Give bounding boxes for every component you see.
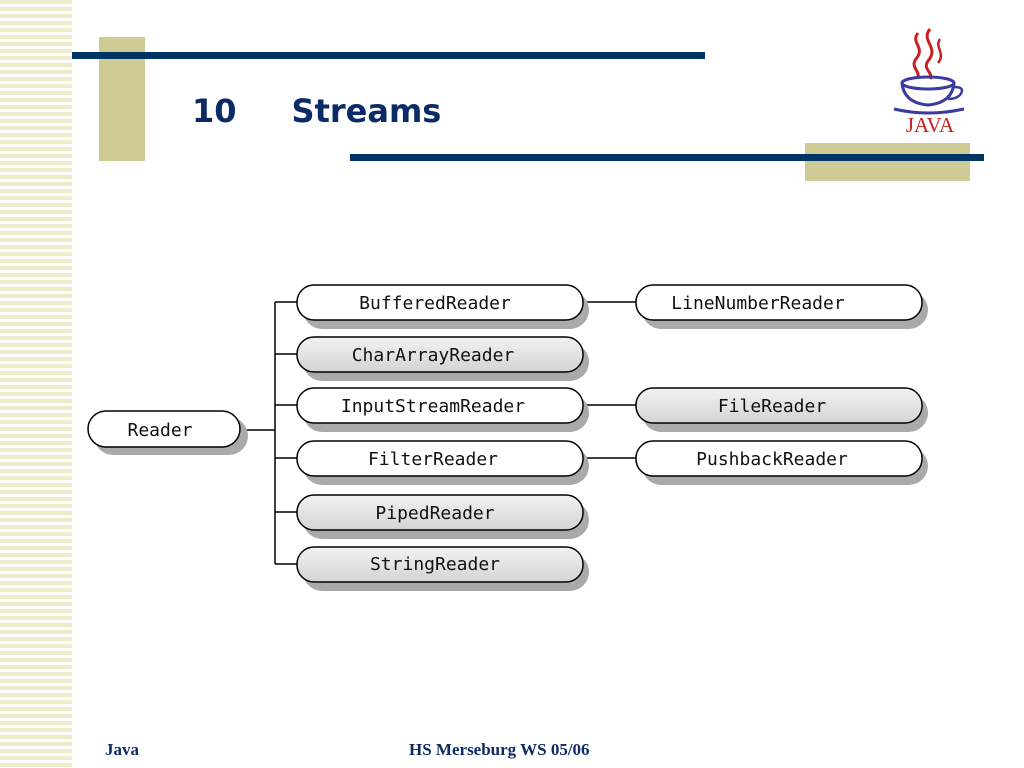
class-label-pushbackreader: PushbackReader bbox=[696, 449, 848, 470]
slide-number: 10 bbox=[192, 92, 237, 130]
class-label-chararrayreader: CharArrayReader bbox=[352, 345, 515, 366]
class-label-filterreader: FilterReader bbox=[368, 449, 498, 470]
class-label-stringreader: StringReader bbox=[370, 554, 500, 575]
top-navy-rule bbox=[72, 52, 705, 59]
class-label-filereader: FileReader bbox=[718, 396, 827, 417]
olive-block-right bbox=[805, 143, 970, 181]
class-node-pipedreader: PipedReader bbox=[296, 494, 589, 539]
class-node-linenumberreader: LineNumberReader bbox=[635, 284, 928, 329]
class-label-reader: Reader bbox=[127, 420, 192, 441]
class-label-linenumberreader: LineNumberReader bbox=[671, 293, 845, 314]
class-label-bufferedreader: BufferedReader bbox=[359, 293, 511, 314]
footer-institution-term: HS Merseburg WS 05/06 bbox=[409, 740, 590, 759]
class-node-stringreader: StringReader bbox=[296, 546, 589, 591]
class-label-inputstreamreader: InputStreamReader bbox=[341, 396, 525, 417]
class-node-bufferedreader: BufferedReader bbox=[296, 284, 589, 329]
class-node-pushbackreader: PushbackReader bbox=[635, 440, 928, 485]
java-coffee-cup-icon: JAVA bbox=[893, 28, 965, 137]
left-stripe-band bbox=[0, 0, 72, 768]
class-node-reader: Reader bbox=[87, 410, 248, 455]
class-node-filereader: FileReader bbox=[635, 387, 928, 432]
slide-title: 10 Streams bbox=[192, 91, 441, 131]
footer-course-name: Java bbox=[105, 740, 139, 759]
class-label-pipedreader: PipedReader bbox=[375, 503, 494, 524]
java-logo-text: JAVA bbox=[906, 113, 955, 137]
slide-title-text: Streams bbox=[291, 92, 442, 130]
bottom-navy-rule bbox=[350, 154, 984, 161]
class-node-chararrayreader: CharArrayReader bbox=[296, 336, 589, 381]
class-node-inputstreamreader: InputStreamReader bbox=[296, 387, 589, 432]
class-node-filterreader: FilterReader bbox=[296, 440, 589, 485]
